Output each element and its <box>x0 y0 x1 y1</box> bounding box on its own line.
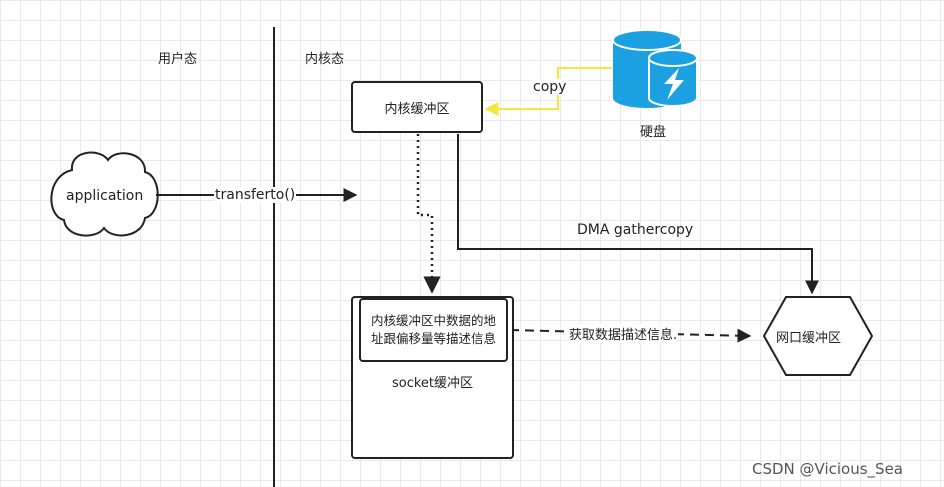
kernel-mode-label: 内核态 <box>305 52 345 67</box>
dma-gathercopy-arrow <box>457 134 819 295</box>
disk-database-icon <box>612 29 698 108</box>
disk-label: 硬盘 <box>640 125 667 140</box>
application-cloud-icon <box>50 151 159 237</box>
nic-buffer-hexagon <box>762 296 874 376</box>
dma-gathercopy-label: DMA gathercopy <box>577 222 694 238</box>
socket-buffer-label: socket缓冲区 <box>391 376 474 391</box>
application-label: application <box>66 188 144 204</box>
descriptor-info-box: 内核缓冲区中数据的地址跟偏移量等描述信息 <box>359 298 508 362</box>
user-mode-label: 用户态 <box>158 52 198 67</box>
lightning-icon <box>664 68 684 100</box>
socket-buffer-box: 内核缓冲区中数据的地址跟偏移量等描述信息 socket缓冲区 <box>351 296 514 459</box>
copy-label: copy <box>531 79 569 95</box>
kernel-buffer-label: 内核缓冲区 <box>384 101 450 117</box>
fetch-descriptor-label: 获取数据描述信息. <box>568 324 679 343</box>
descriptor-info-label: 内核缓冲区中数据的地址跟偏移量等描述信息 <box>370 313 496 346</box>
transferto-label: transferto() <box>214 187 297 203</box>
kernel-to-socket-dotted-arrow <box>416 134 441 294</box>
watermark: CSDN @Vicious_Sea <box>752 460 903 478</box>
kernel-buffer-box: 内核缓冲区 <box>351 81 483 133</box>
nic-buffer-label: 网口缓冲区 <box>776 331 842 346</box>
